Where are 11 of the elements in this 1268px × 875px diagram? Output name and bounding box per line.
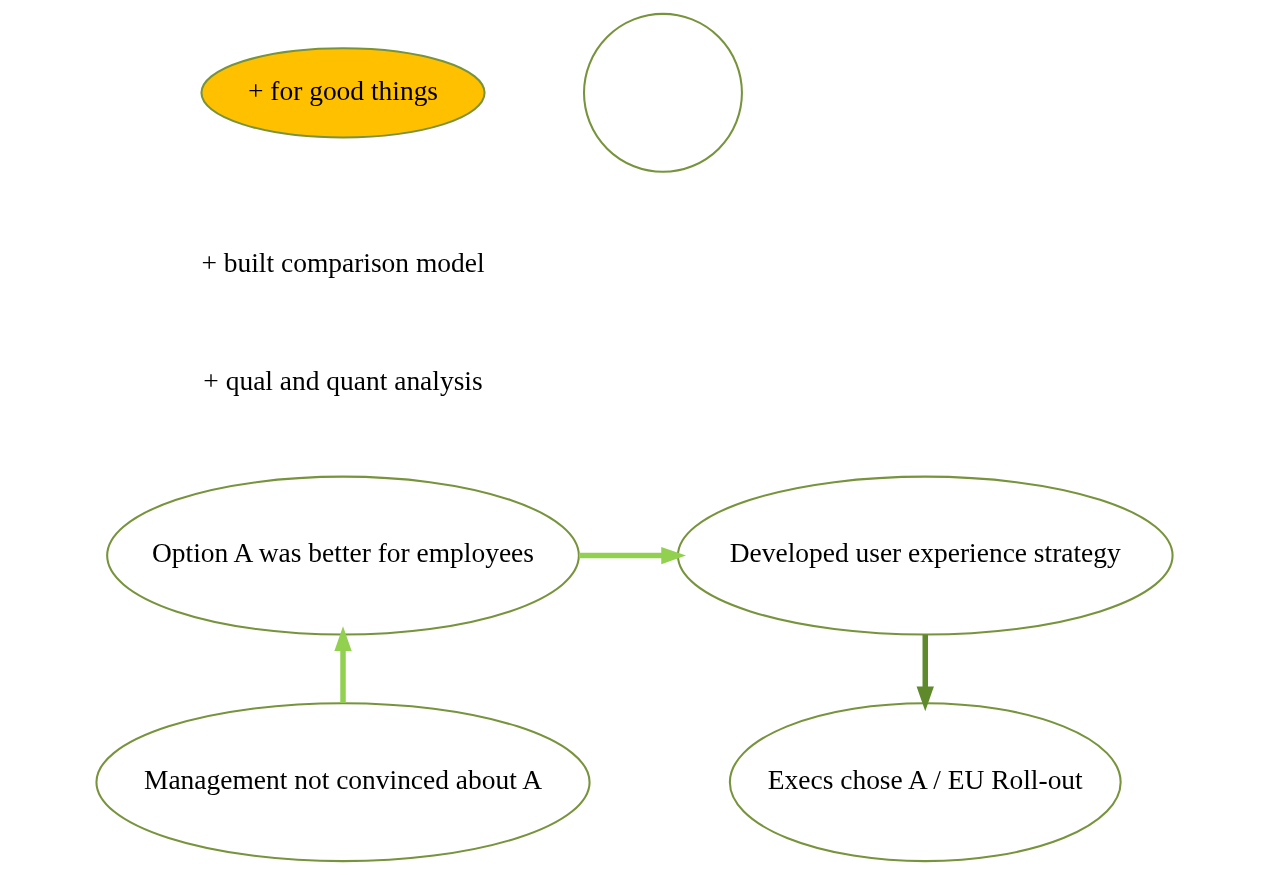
node-ellipse: + for good things	[199, 47, 486, 139]
label: + qual and quant analysis	[202, 366, 483, 397]
arrow	[333, 626, 352, 703]
arrow	[916, 634, 934, 712]
node-circle	[582, 12, 743, 173]
label: + built comparison model	[200, 248, 485, 279]
arrow	[578, 546, 686, 565]
node-ellipse: Management not convinced about A	[94, 702, 591, 863]
node-ellipse: Option A was better for employees	[105, 475, 580, 636]
node-ellipse: Execs chose A / EU Roll-out	[728, 702, 1122, 863]
node-ellipse: Developed user experience strategy	[676, 475, 1174, 636]
